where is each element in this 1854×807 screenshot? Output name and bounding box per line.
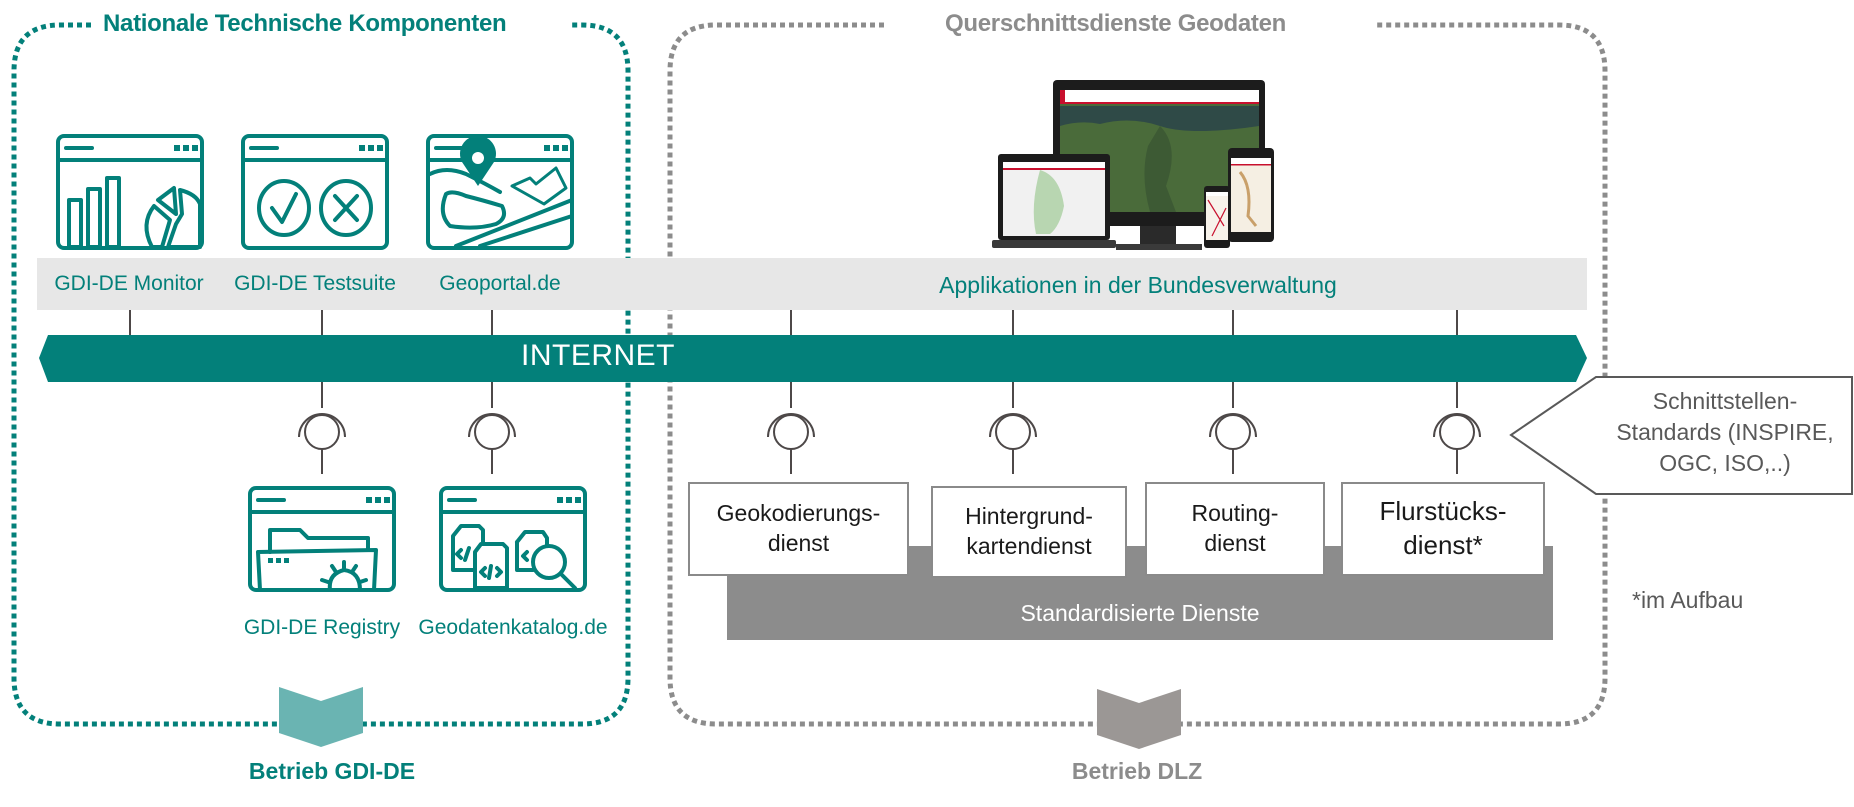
service-geocoding[interactable]: Geokodierungs-dienst bbox=[688, 482, 909, 576]
service-line: dienst bbox=[1204, 530, 1266, 556]
callout-shape bbox=[1509, 376, 1853, 495]
service-parcel[interactable]: Flurstücks-dienst* bbox=[1341, 482, 1545, 576]
chevron-down-icon bbox=[279, 687, 363, 747]
service-line: Flurstücks- bbox=[1379, 496, 1507, 527]
operator-label-dlz: Betrieb DLZ bbox=[1071, 758, 1203, 784]
callout-line: Standards (INSPIRE, bbox=[1616, 419, 1834, 446]
component-label-geoportal[interactable]: Geoportal.de bbox=[439, 272, 561, 295]
service-line: Hintergrund- bbox=[965, 503, 1093, 530]
interface-socket-icon bbox=[468, 382, 516, 474]
interface-socket-icon bbox=[989, 382, 1037, 474]
applications-label: Applikationen in der Bundesverwaltung bbox=[939, 272, 1337, 298]
interface-socket-icon bbox=[298, 382, 346, 474]
service-line: kartendienst bbox=[966, 533, 1092, 559]
interface-socket-icon bbox=[1209, 382, 1257, 474]
national-group-title: Nationale Technische Komponenten bbox=[95, 10, 515, 38]
map-pin-icon[interactable] bbox=[426, 134, 574, 250]
component-label-testsuite[interactable]: GDI-DE Testsuite bbox=[234, 272, 396, 295]
footnote: *im Aufbau bbox=[1632, 587, 1744, 613]
service-line: dienst* bbox=[1403, 530, 1483, 560]
callout-line: OGC, ISO,..) bbox=[1659, 450, 1791, 477]
dashboard-chart-icon[interactable] bbox=[56, 134, 204, 250]
internet-bar bbox=[39, 335, 1587, 382]
component-label-monitor[interactable]: GDI-DE Monitor bbox=[54, 272, 204, 295]
applications-band bbox=[37, 258, 1587, 310]
service-line: dienst bbox=[767, 530, 830, 556]
interface-socket-icon bbox=[1433, 382, 1481, 474]
chevron-down-icon bbox=[1097, 689, 1181, 749]
interface-socket-icon bbox=[767, 382, 815, 474]
code-search-icon[interactable] bbox=[439, 486, 587, 592]
multi-device-map-viewer-image bbox=[992, 80, 1274, 250]
service-line: Routing- bbox=[1191, 500, 1279, 527]
component-label-registry[interactable]: GDI-DE Registry bbox=[243, 616, 401, 639]
standard-services-label: Standardisierte Dienste bbox=[1020, 600, 1260, 626]
service-background-map[interactable]: Hintergrund-kartendienst bbox=[931, 486, 1127, 578]
callout-line: Schnittstellen- bbox=[1652, 388, 1798, 414]
folder-gear-icon[interactable] bbox=[248, 486, 396, 592]
cross-cutting-group-title: Querschnittsdienste Geodaten bbox=[937, 10, 1295, 38]
service-line: Geokodierungs- bbox=[716, 500, 881, 527]
service-routing[interactable]: Routing-dienst bbox=[1145, 482, 1325, 576]
check-cross-icon[interactable] bbox=[241, 134, 389, 250]
operator-label-gdi-de: Betrieb GDI-DE bbox=[248, 758, 416, 784]
internet-label: INTERNET bbox=[521, 339, 675, 372]
component-label-geodatenkatalog[interactable]: Geodatenkatalog.de bbox=[418, 616, 608, 639]
interface-standards-callout: Schnittstellen- Standards (INSPIRE, OGC,… bbox=[1605, 386, 1845, 479]
